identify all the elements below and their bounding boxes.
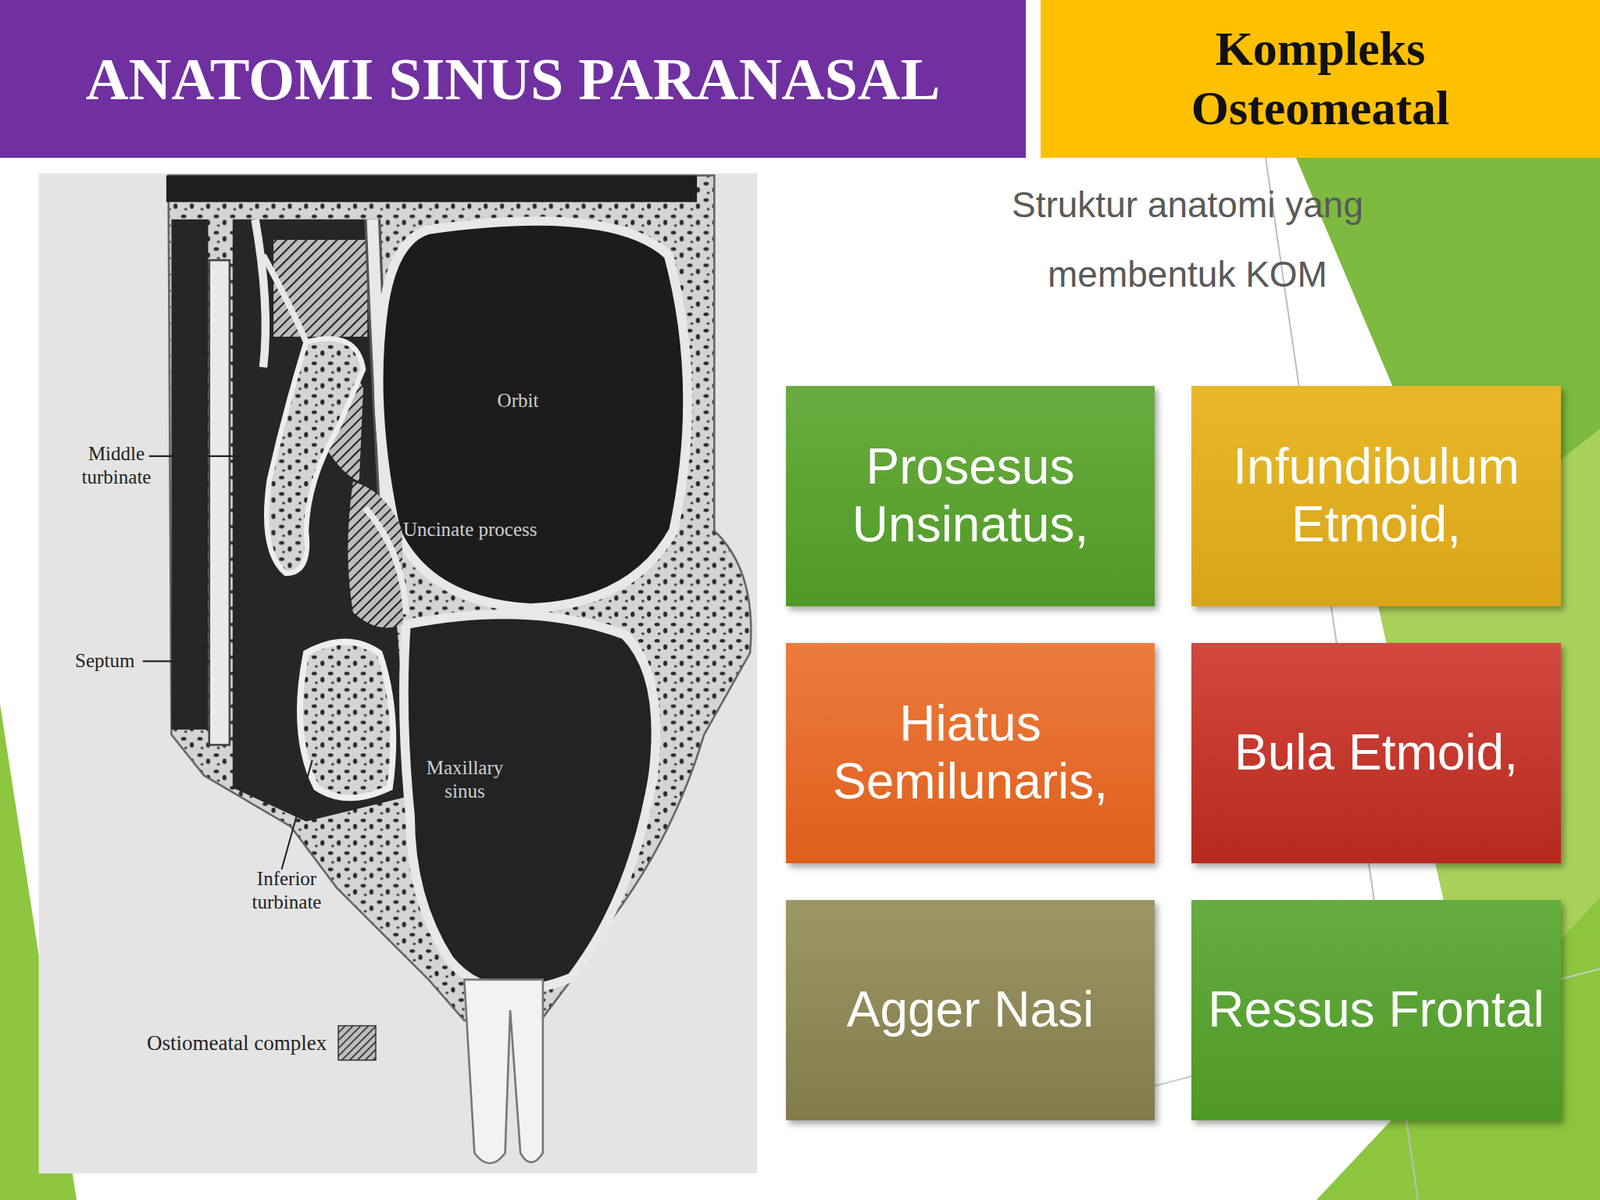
title-band [0,0,1026,158]
uncinate-process-bone [365,507,407,615]
cranial-cavity [166,175,697,203]
leader-line [149,455,250,458]
turbinate-attachment [263,255,307,343]
header-box: Kompleks Osteomeatal [1040,0,1600,158]
middle-turbinate-bone [266,338,364,574]
slide-title: ANATOMI SINUS PARANASAL [0,0,1026,158]
ethmoid-cells [273,239,368,337]
structure-box: Prosesus Unsinatus, [785,385,1155,607]
leader-line [142,660,211,662]
orbit-cavity [378,221,688,608]
legend-text: Ostiomeatal complex [146,1031,327,1056]
legend-entry: Ostiomeatal complex [146,1025,377,1061]
part-label: Septum [75,649,154,673]
part-label: Orbit [490,389,546,413]
node-text: Hiatus Semilunaris, [801,695,1140,811]
legend-swatch [337,1025,377,1061]
structure-box: Hiatus Semilunaris, [785,642,1155,864]
part-label: Inferior turbinate [243,867,330,915]
legend-swatch-fill [338,1025,376,1061]
ethmoid-wall [255,219,266,368]
leader-line [281,760,312,870]
node-text: Ressus Frontal [1207,981,1544,1040]
subtitle-note: Struktur anatomi yang membentuk KOM [968,170,1407,310]
inferior-turbinate-bone [300,642,393,799]
tooth-root [464,979,543,1164]
sinus-illustration [39,173,758,1174]
left-nasal-cavity [171,219,208,730]
part-label: Maxillary sinus [414,756,516,804]
skull-bone [168,175,752,1021]
maxillary-sinus [403,614,657,990]
node-text: Kompleks Osteomeatal [1157,19,1483,138]
nasal-septum [209,260,230,745]
structure-box: Bula Etmoid, [1191,642,1561,864]
part-label: Middle turbinate [73,442,160,490]
node-text: Agger Nasi [846,981,1095,1040]
illustration-background [39,173,758,1174]
structure-box: Infundibulum Etmoid, [1191,385,1561,607]
part-label: Uncinate process [403,517,575,542]
node-text: Prosesus Unsinatus, [801,438,1140,554]
structure-box: Agger Nasi [785,900,1155,1121]
structure-box: Ressus Frontal [1191,900,1561,1121]
node-text: Infundibulum Etmoid, [1207,438,1546,554]
node-text: Bula Etmoid, [1234,724,1518,783]
